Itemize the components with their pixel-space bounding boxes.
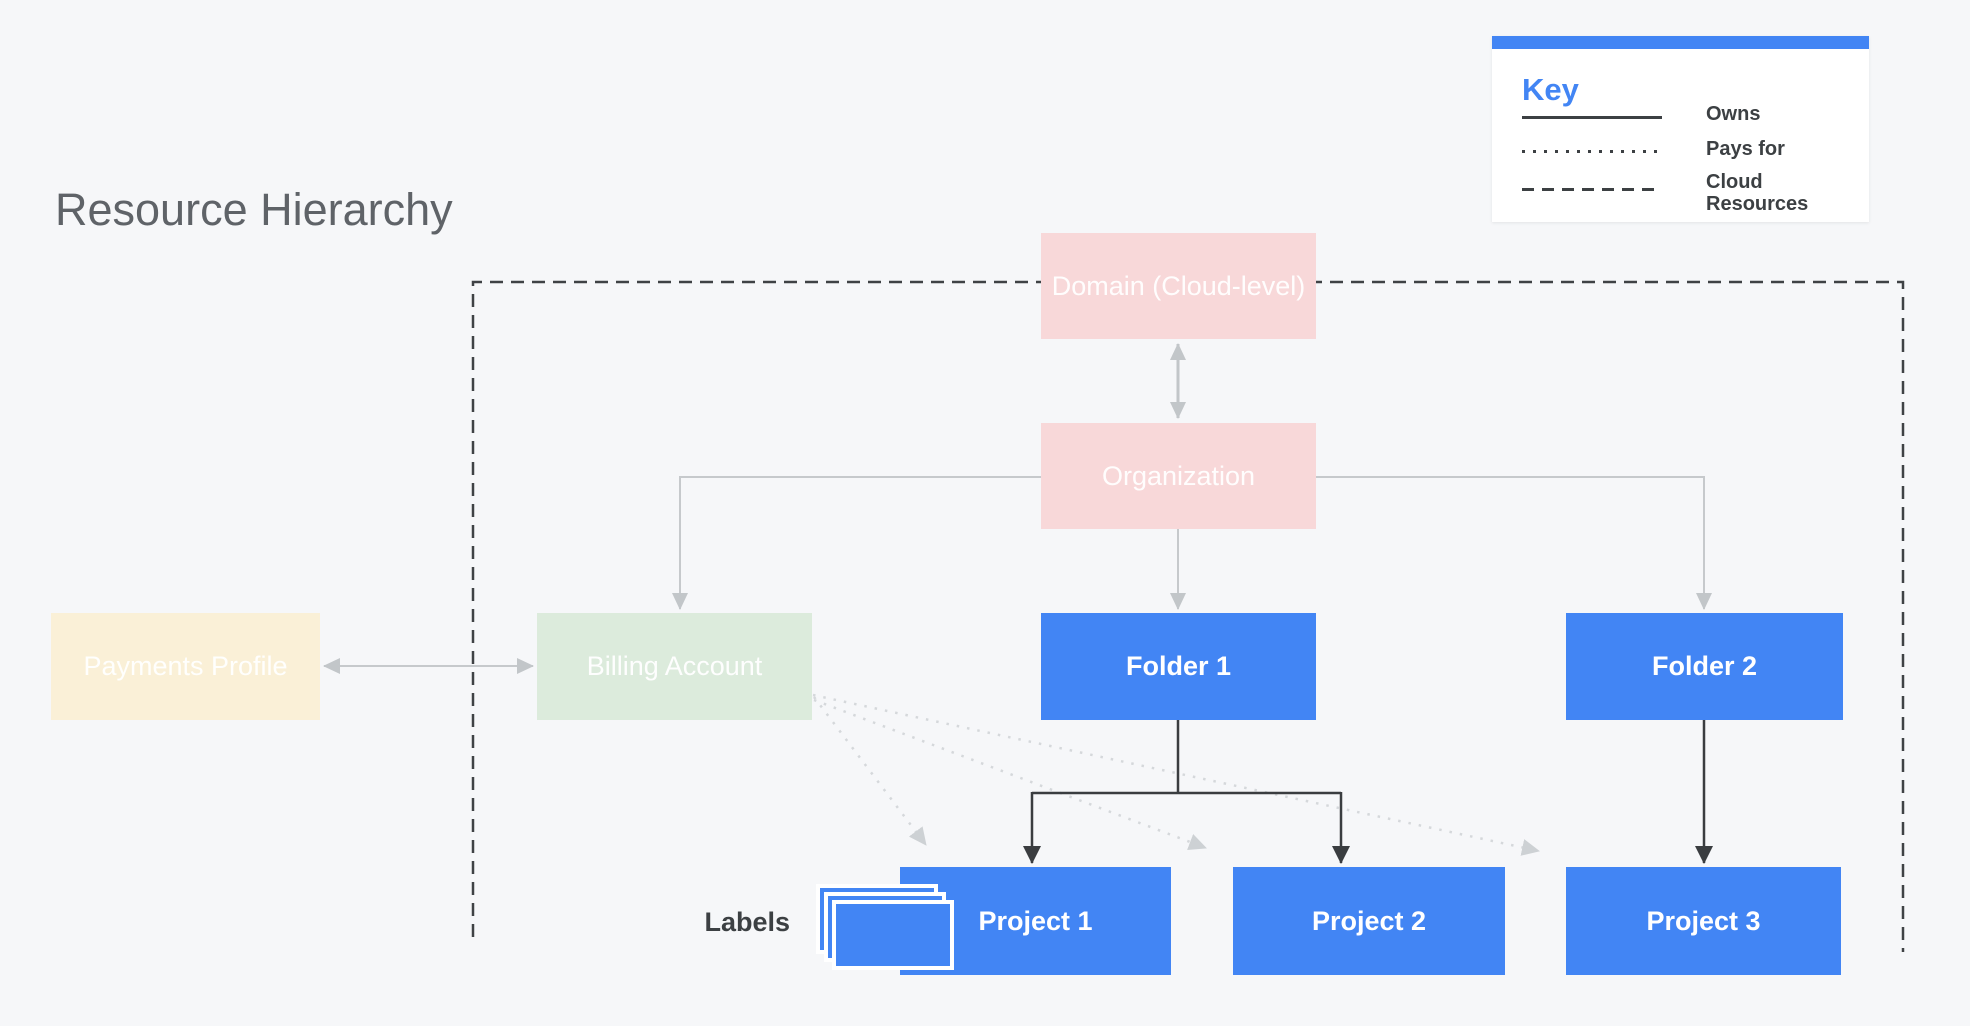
node-payments-label: Payments Profile bbox=[83, 651, 288, 681]
node-folder1: Folder 1 bbox=[1041, 613, 1316, 720]
legend-label-owns: Owns bbox=[1706, 103, 1761, 125]
legend-key-box: Key Owns Pays for Cloud Resources bbox=[1492, 36, 1869, 222]
legend-solid-line-sample bbox=[1522, 116, 1662, 119]
owns-connector-folder1-rail bbox=[1032, 720, 1341, 795]
owns-connector-organization-billing bbox=[672, 476, 1041, 610]
pays-for-connector-billing-project1 bbox=[813, 696, 927, 846]
owns-connector-organization-folder2 bbox=[1316, 476, 1712, 610]
legend-label-pays-for: Pays for bbox=[1706, 138, 1785, 160]
labels-caption: Labels bbox=[704, 907, 790, 937]
node-project2-label: Project 2 bbox=[1311, 905, 1427, 936]
legend-dotted-line-sample bbox=[1522, 150, 1662, 153]
page-title: Resource Hierarchy bbox=[55, 184, 453, 235]
legend-heading: Key bbox=[1522, 72, 1579, 107]
node-project3-label: Project 3 bbox=[1646, 905, 1761, 936]
node-project1: Project 1 bbox=[900, 867, 1171, 975]
node-project2: Project 2 bbox=[1233, 867, 1505, 975]
node-payments-profile: Payments Profile bbox=[51, 613, 320, 720]
node-folder1-label: Folder 1 bbox=[1125, 651, 1232, 681]
node-billing-account: Billing Account bbox=[537, 613, 812, 720]
node-organization-label: Organization bbox=[1101, 460, 1256, 491]
node-domain-label: Domain (Cloud-level) bbox=[1051, 270, 1306, 301]
legend-dashed-line-sample bbox=[1522, 188, 1662, 191]
node-folder2-label: Folder 2 bbox=[1651, 651, 1758, 681]
node-project3: Project 3 bbox=[1566, 867, 1841, 975]
legend-label-cloud-resources: Cloud Resources bbox=[1706, 171, 1809, 215]
node-organization: Organization bbox=[1041, 423, 1316, 529]
node-project1-label: Project 1 bbox=[978, 905, 1093, 936]
node-billing-label: Billing Account bbox=[586, 651, 763, 681]
legend-top-bar bbox=[1492, 36, 1869, 49]
node-domain: Domain (Cloud-level) bbox=[1041, 233, 1316, 339]
node-folder2: Folder 2 bbox=[1566, 613, 1843, 720]
